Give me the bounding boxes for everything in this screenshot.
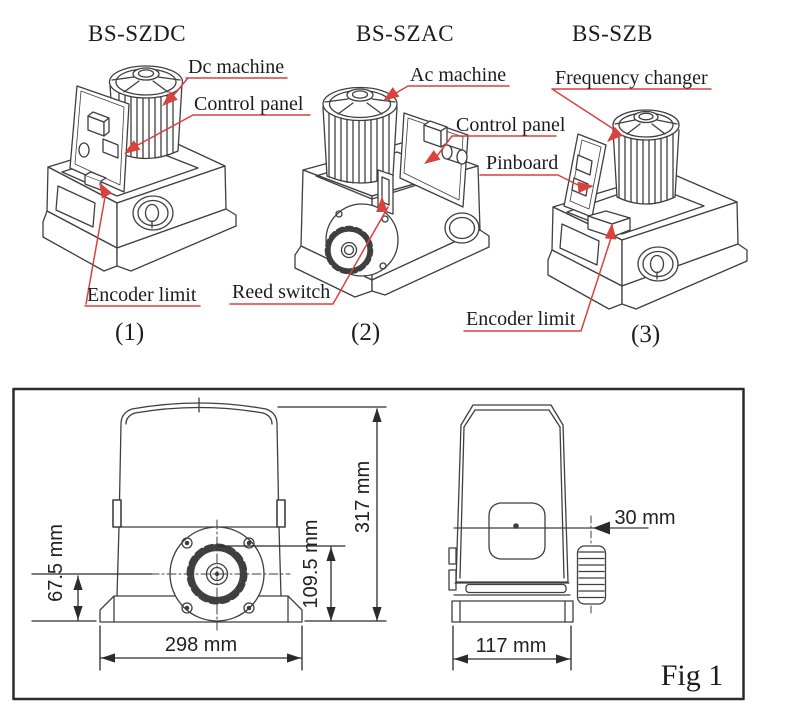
control-panel-1-label: Control panel <box>194 93 304 115</box>
model-title-bszac: BS-SZAC <box>356 21 455 46</box>
encoder-limit-3-arrow-icon <box>604 223 617 240</box>
model-title-bszb: BS-SZB <box>572 21 653 46</box>
side-view-drawing <box>448 404 649 623</box>
dc-machine-label: Dc machine <box>188 56 285 78</box>
annotation-arrows <box>99 87 623 240</box>
machine-bszb-drawing <box>547 109 748 310</box>
dimension-arrowheads <box>73 408 610 664</box>
dim-base-width: 298 mm <box>164 634 238 656</box>
annotation-leader-lines <box>84 77 712 332</box>
dc-machine-arrow-icon <box>162 90 178 106</box>
front-view-drawing <box>99 397 303 631</box>
dim-base-depth: 117 mm <box>475 635 547 657</box>
encoder-limit-1-arrow-icon <box>99 182 113 199</box>
frequency-changer-label: Frequency changer <box>555 67 708 89</box>
fig1-frame <box>12 387 745 701</box>
model-title-bszdc: BS-SZDC <box>88 21 187 46</box>
control-panel-2-label: Control panel <box>456 114 566 136</box>
dim-gear-offset: 30 mm <box>614 507 676 529</box>
figure-number-1: (1) <box>115 319 145 346</box>
reed-switch-label: Reed switch <box>232 281 331 303</box>
figure-caption: Fig 1 <box>660 659 724 692</box>
control-panel-2-arrow-icon <box>424 150 441 164</box>
figure-number-3: (3) <box>631 321 661 348</box>
encoder-limit-3-label: Encoder limit <box>466 308 576 330</box>
control-panel-1-arrow-icon <box>124 140 141 154</box>
dim-axle-height: 67.5 mm <box>45 524 67 602</box>
dimension-lines <box>31 406 610 671</box>
pinboard-arrow-icon <box>577 181 594 194</box>
ac-machine-arrow-icon <box>383 87 400 101</box>
encoder-limit-1-label: Encoder limit <box>87 284 197 306</box>
dim-total-height: 317 mm <box>352 460 374 534</box>
reed-switch-arrow-icon <box>376 196 388 212</box>
dim-rack-height: 109.5 mm <box>300 519 322 609</box>
ac-machine-label: Ac machine <box>410 64 507 86</box>
figure-number-2: (2) <box>351 319 381 346</box>
frequency-changer-arrow-icon <box>607 126 623 142</box>
pinboard-label: Pinboard <box>486 152 559 174</box>
